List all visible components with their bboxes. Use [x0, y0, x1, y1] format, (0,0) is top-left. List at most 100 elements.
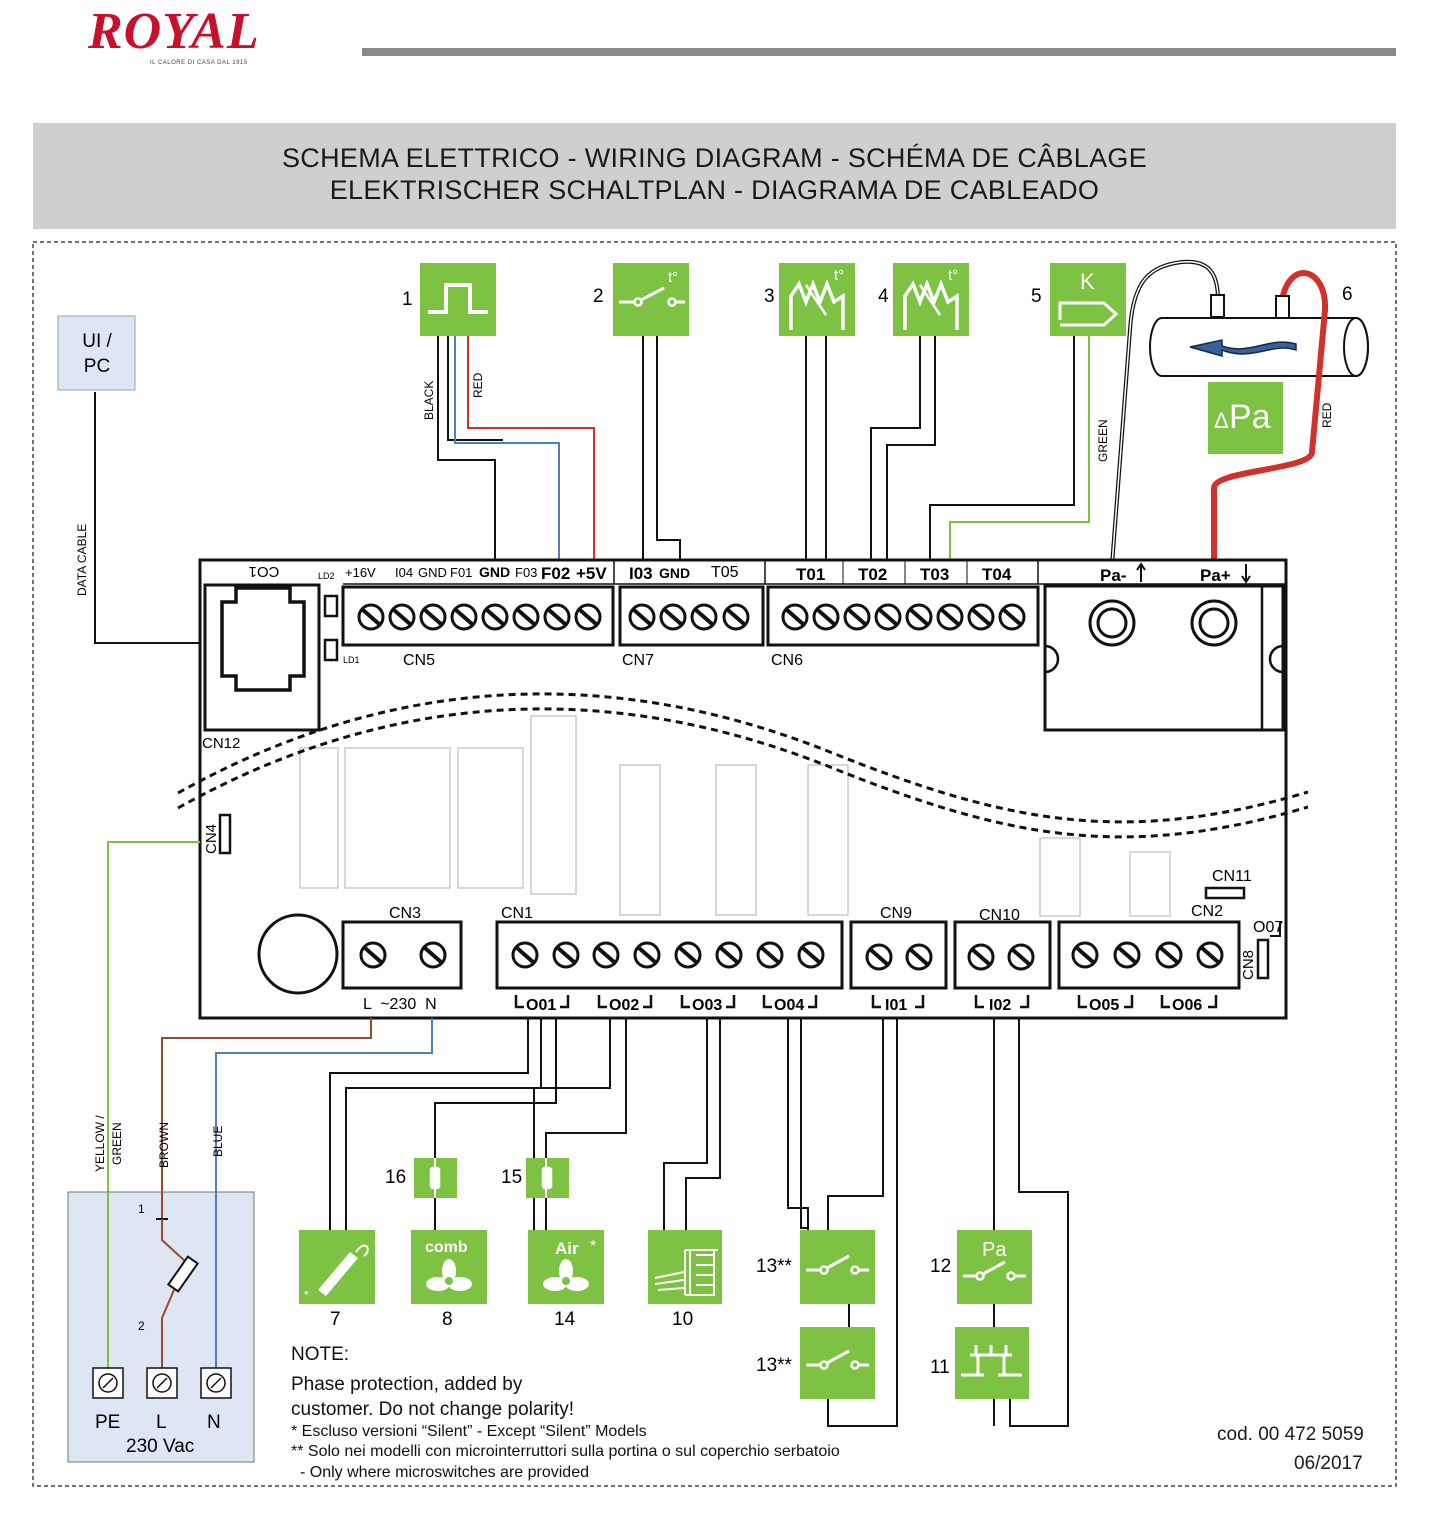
cn5-terminal: CN5 — [341, 585, 615, 669]
pin-t04: T04 — [982, 565, 1012, 584]
component-8: comb 8 — [411, 1230, 487, 1330]
header-strip — [343, 560, 1286, 585]
cn4-label: CN4 — [203, 824, 220, 854]
fuse-15: 15 — [501, 1158, 569, 1198]
svg-text:*: * — [304, 1288, 309, 1302]
component-12-label: Pa — [982, 1239, 1007, 1261]
component-1-number: 1 — [402, 289, 413, 310]
o03-group: O03 — [680, 995, 736, 1014]
cn7-pin-labels: I03 GND T05 — [629, 564, 739, 583]
thermostat-switch-icon — [619, 286, 685, 307]
brown-label: BROWN — [157, 1122, 171, 1168]
terminal-pe — [92, 1367, 124, 1399]
note-line-4: ** Solo nei modelli con microinterruttor… — [291, 1443, 840, 1460]
royal-logo: ROYAL IL CALORE DI CASA DAL 1915 — [88, 2, 273, 72]
pin-f01: F01 — [450, 565, 472, 580]
component-4-number: 4 — [878, 286, 889, 307]
component-12: Pa 12 — [930, 1230, 1032, 1304]
red-wire-label: RED — [471, 372, 485, 398]
cn11-connector: CN11 — [1204, 868, 1252, 900]
cn2-label: CN2 — [1191, 903, 1223, 920]
component-13b: 13** — [756, 1327, 875, 1399]
cn6-label: CN6 — [771, 652, 803, 669]
component-6-number: 6 — [1342, 284, 1353, 305]
cn7-label: CN7 — [622, 652, 654, 669]
igniter-icon: * — [304, 1244, 369, 1302]
ui-pc-label-2: PC — [84, 356, 110, 377]
cn9-label: CN9 — [880, 905, 912, 922]
yellow-green-label-2: GREEN — [110, 1122, 124, 1165]
note-line-3: * Escluso versioni “Silent” - Except “Si… — [291, 1423, 647, 1440]
component-2-sup: t° — [668, 269, 678, 286]
cn3-label: CN3 — [389, 905, 421, 922]
terminal-l — [146, 1367, 178, 1399]
thermistor-icon — [903, 279, 959, 330]
switch-icon — [806, 1254, 869, 1275]
l-label: L — [156, 1412, 167, 1433]
component-11-number: 11 — [930, 1357, 950, 1378]
component-10: 10 — [648, 1230, 722, 1330]
thermocouple-icon — [1058, 301, 1119, 327]
pin-16v: +16V — [345, 565, 376, 580]
component-14-number: 14 — [554, 1309, 576, 1330]
cn8-label: CN8 — [1240, 950, 1257, 980]
component-7-number: 7 — [330, 1309, 341, 1330]
delta-symbol: Δ — [1214, 408, 1229, 433]
pin-f02: F02 — [541, 564, 570, 583]
yellow-green-label-1: YELLOW / — [93, 1115, 107, 1172]
output-labels: O01 O02 O03 O04 I01 I02 O05 O06 — [514, 995, 1218, 1014]
data-cable-label: DATA CABLE — [75, 524, 89, 596]
i01-group: I01 — [871, 995, 925, 1014]
component-13a: 13** — [756, 1230, 875, 1304]
thermal-cutout-icon — [961, 1345, 1022, 1377]
logo-brand: ROYAL — [88, 3, 260, 60]
cn8-connector: CN8 O07 — [1240, 919, 1283, 980]
note-line-1: Phase protection, added by — [291, 1374, 523, 1395]
airflow-arrow-icon — [1189, 339, 1297, 357]
component-8-label: comb — [425, 1239, 468, 1256]
header-bar — [362, 48, 1396, 56]
delta-pa-label: Pa — [1229, 398, 1271, 436]
cn10-terminal: CN10 — [953, 907, 1052, 990]
pa-plus-label: Pa+ — [1200, 566, 1231, 585]
thermistor-icon — [789, 279, 845, 330]
pin-t05: T05 — [711, 564, 739, 581]
o01-group: O01 — [514, 995, 570, 1014]
component-5-number: 5 — [1031, 286, 1042, 307]
title-box: SCHEMA ELETTRICO - WIRING DIAGRAM - SCHÉ… — [33, 123, 1396, 229]
pin-t03: T03 — [920, 565, 949, 584]
fan-icon — [543, 1259, 589, 1291]
note-line-5: - Only where microswitches are provided — [300, 1464, 589, 1481]
co1-connector: CO1 CN12 — [202, 563, 321, 752]
switch-icon — [806, 1349, 869, 1370]
blue-label: BLUE — [211, 1126, 225, 1157]
ui-pc-box: UI / PC — [57, 315, 136, 391]
component-4: 4 t° — [878, 263, 969, 336]
pin1-label: 1 — [138, 1202, 145, 1216]
component-13b-number: 13** — [756, 1355, 793, 1376]
i02-group: I02 — [974, 995, 1030, 1014]
o04-label: O04 — [774, 997, 804, 1014]
i01-label: I01 — [885, 997, 907, 1014]
pressure-switch-icon — [963, 1260, 1026, 1281]
o05-group: O05 — [1077, 995, 1134, 1014]
board-cut-waves — [177, 692, 1309, 839]
auger-motor-icon — [654, 1249, 718, 1296]
cn2-terminal: CN2 — [1057, 903, 1241, 990]
ld1-label: LD1 — [343, 655, 360, 665]
pa-minus-label: Pa- — [1100, 566, 1126, 585]
pin-f03: F03 — [515, 565, 537, 580]
component-10-number: 10 — [672, 1309, 693, 1330]
note-title: NOTE: — [291, 1344, 350, 1365]
pin2-label: 2 — [138, 1319, 145, 1333]
cn12-label: CN12 — [202, 735, 240, 752]
pin-gnd-1: GND — [418, 565, 447, 580]
terminal-n — [200, 1367, 232, 1399]
component-14-star: * — [590, 1238, 596, 1255]
cn4-connector: CN4 — [203, 813, 232, 855]
o02-label: O02 — [609, 997, 639, 1014]
component-14-label: Air — [555, 1239, 579, 1258]
o02-group: O02 — [597, 995, 653, 1014]
component-3-sup: t° — [834, 267, 844, 284]
power-supply-box: 1 2 PE L N 230 Vac — [67, 1191, 255, 1463]
